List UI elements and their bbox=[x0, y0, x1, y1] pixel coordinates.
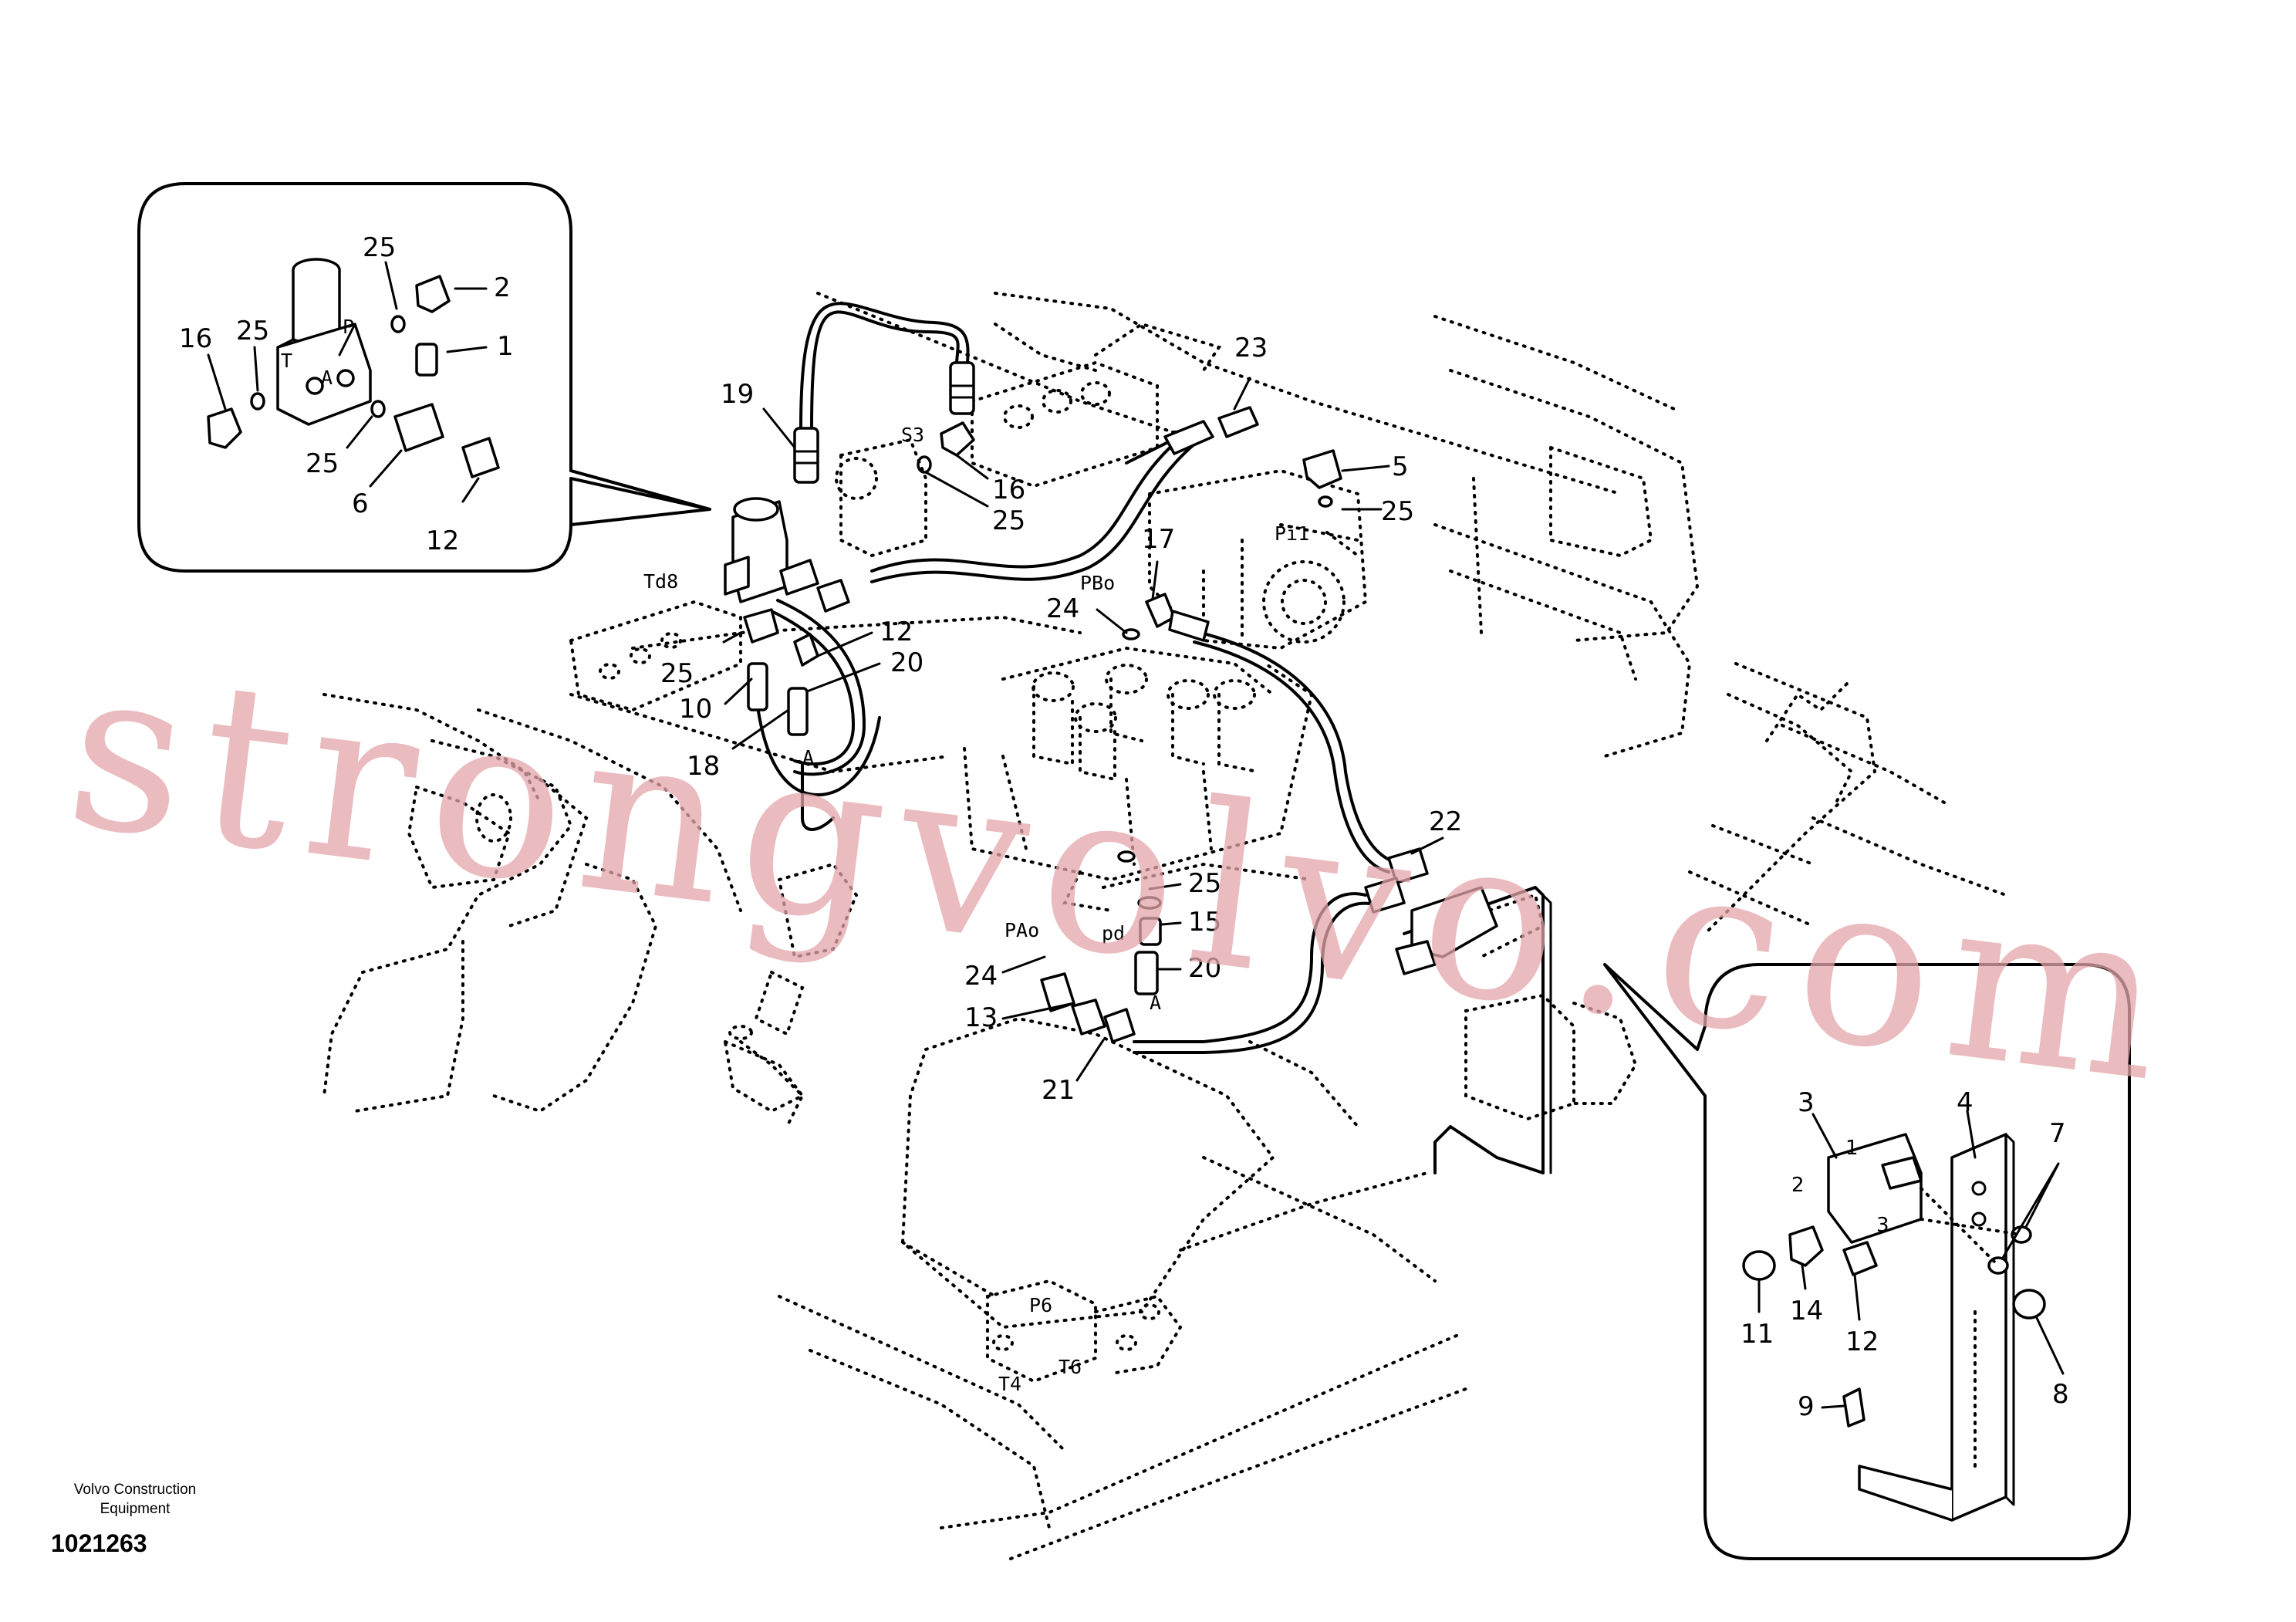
callout-label: 4 bbox=[1957, 1087, 1974, 1118]
right-inset-panel bbox=[1603, 963, 2131, 1560]
leader-lines bbox=[207, 261, 2065, 1409]
port-labels: P T A S3 Pi1 PBo Td8 A PAo pd A P6 T4 T6 bbox=[281, 316, 1309, 1395]
port-label: A bbox=[321, 367, 333, 389]
callout-label: 2 bbox=[494, 272, 511, 303]
port-label: T4 bbox=[998, 1373, 1021, 1395]
callout-label: 25 bbox=[992, 505, 1025, 536]
port-label: PAo bbox=[1004, 919, 1039, 941]
callout-label: 25 bbox=[1188, 868, 1221, 899]
company-caption: Volvo Construction Equipment bbox=[73, 1482, 197, 1517]
control-valve-block bbox=[963, 646, 1314, 912]
callout-label: 25 bbox=[1381, 496, 1414, 527]
port-label: P6 bbox=[1029, 1294, 1052, 1316]
port-label: P bbox=[343, 316, 354, 338]
callout-label: 23 bbox=[1234, 333, 1268, 363]
callout-label: 25 bbox=[306, 448, 339, 479]
callout-numbers: 25 2 16 25 1 25 6 12 19 23 5 25 16 25 17… bbox=[179, 232, 2069, 1422]
watermark: strongvolvo.com bbox=[56, 617, 2193, 1134]
callout-label: 20 bbox=[890, 647, 923, 678]
callout-label: 2 bbox=[1791, 1174, 1805, 1197]
callout-label: 24 bbox=[964, 961, 998, 992]
callout-label: 15 bbox=[1188, 907, 1221, 938]
lower-port-block bbox=[986, 1279, 1183, 1384]
port-label: Pi1 bbox=[1275, 522, 1309, 545]
callout-label: 12 bbox=[426, 525, 459, 556]
callout-label: 9 bbox=[1798, 1391, 1815, 1422]
callout-label: 6 bbox=[352, 488, 369, 519]
lower-left-valve bbox=[723, 862, 859, 1113]
callout-label: 11 bbox=[1741, 1319, 1774, 1350]
callout-label: 3 bbox=[1798, 1087, 1815, 1118]
upper-manifold bbox=[971, 322, 1222, 488]
lower-right-bracket-bg bbox=[1403, 886, 1638, 1174]
callout-label: 5 bbox=[1392, 451, 1409, 482]
port-label: pd bbox=[1102, 922, 1125, 944]
drawing-reference-number: 1021263 bbox=[51, 1529, 147, 1557]
port-label: PBo bbox=[1080, 572, 1115, 594]
callout-label: 16 bbox=[179, 323, 212, 354]
callout-label: 16 bbox=[992, 475, 1025, 505]
callout-label: 3 bbox=[1876, 1214, 1889, 1237]
callout-label: 17 bbox=[1142, 524, 1175, 555]
callout-label: 13 bbox=[964, 1002, 998, 1033]
callout-label: 1 bbox=[1845, 1137, 1859, 1160]
callout-label: 21 bbox=[1042, 1075, 1075, 1106]
callout-label: 19 bbox=[721, 379, 754, 410]
port-label: A bbox=[802, 746, 814, 769]
hoses bbox=[755, 302, 1398, 1054]
callout-label: 18 bbox=[687, 751, 720, 782]
port-label: A bbox=[1150, 992, 1161, 1014]
port-label: T bbox=[281, 350, 292, 372]
callout-label: 12 bbox=[1845, 1326, 1879, 1357]
port-label: T6 bbox=[1059, 1356, 1082, 1378]
callout-label: 10 bbox=[679, 694, 712, 725]
main-fittings bbox=[724, 361, 1498, 1043]
callout-label: 25 bbox=[363, 232, 396, 263]
callout-label: 7 bbox=[2049, 1118, 2066, 1149]
callout-label: 25 bbox=[660, 658, 694, 689]
callout-label: 14 bbox=[1790, 1296, 1823, 1326]
port-label: S3 bbox=[901, 424, 924, 446]
callout-label: 25 bbox=[236, 316, 269, 346]
callout-label: 1 bbox=[497, 331, 514, 362]
callout-label: 22 bbox=[1429, 806, 1462, 837]
left-inset-panel bbox=[137, 182, 711, 573]
callout-label: 24 bbox=[1046, 593, 1079, 624]
port-label: Td8 bbox=[643, 570, 678, 593]
td8-bracket bbox=[569, 600, 742, 712]
machine-frame-outline bbox=[322, 292, 2007, 1560]
callout-label: 8 bbox=[2052, 1379, 2069, 1410]
callout-label: 12 bbox=[880, 617, 913, 647]
callout-label: 20 bbox=[1188, 953, 1221, 984]
